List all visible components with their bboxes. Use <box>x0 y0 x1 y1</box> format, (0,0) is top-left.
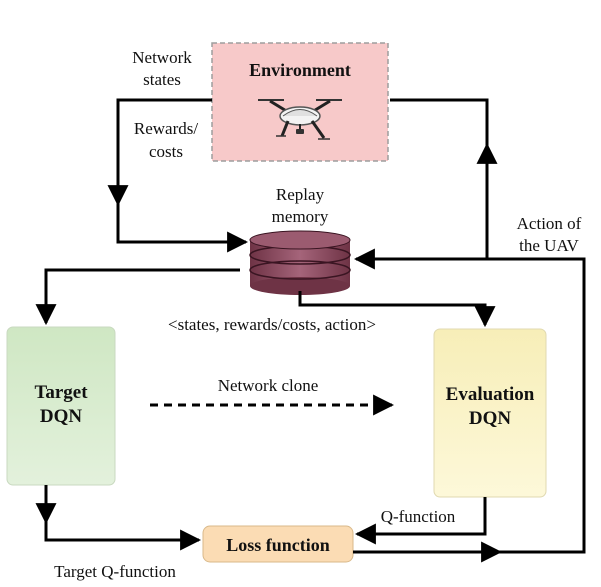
replay-memory-database-icon <box>249 230 351 295</box>
label-network-states-line1: Network <box>132 48 192 67</box>
environment-box: Environment <box>211 42 389 162</box>
arrow-target-to-loss <box>44 485 202 551</box>
target-dqn-title-line2: DQN <box>40 406 83 427</box>
target-dqn-box: Target DQN <box>6 326 116 486</box>
replay-memory-label-line2: memory <box>272 207 329 226</box>
evaluation-dqn-title-line2: DQN <box>469 408 512 429</box>
arrow-replay-to-evaluation <box>298 291 496 328</box>
label-rewards-costs-line2: costs <box>149 142 183 161</box>
label-target-q-function: Target Q-function <box>54 562 176 581</box>
arrow-replay-to-target <box>35 268 240 326</box>
label-action-uav-line2: the UAV <box>519 236 579 255</box>
replay-memory-label-line1: Replay <box>276 185 325 204</box>
loss-function-label: Loss function <box>226 535 330 555</box>
label-network-states-line2: states <box>143 70 181 89</box>
arrow-action-to-env <box>390 98 489 259</box>
drone-icon <box>258 99 342 140</box>
loss-function-box: Loss function <box>202 525 354 563</box>
target-dqn-title-line1: Target <box>34 382 88 403</box>
label-q-function: Q-function <box>381 507 456 526</box>
arrow-evaluation-to-loss <box>354 497 487 545</box>
evaluation-dqn-title-line1: Evaluation <box>446 384 535 405</box>
label-rewards-costs-line1: Rewards/ <box>134 119 198 138</box>
arrow-right-loop-to-replay <box>353 248 586 554</box>
evaluation-dqn-box: Evaluation DQN <box>433 328 547 498</box>
environment-title: Environment <box>249 60 351 80</box>
label-tuple: <states, rewards/costs, action> <box>168 315 376 334</box>
label-action-uav-line1: Action of <box>517 214 582 233</box>
label-network-clone: Network clone <box>218 376 319 395</box>
